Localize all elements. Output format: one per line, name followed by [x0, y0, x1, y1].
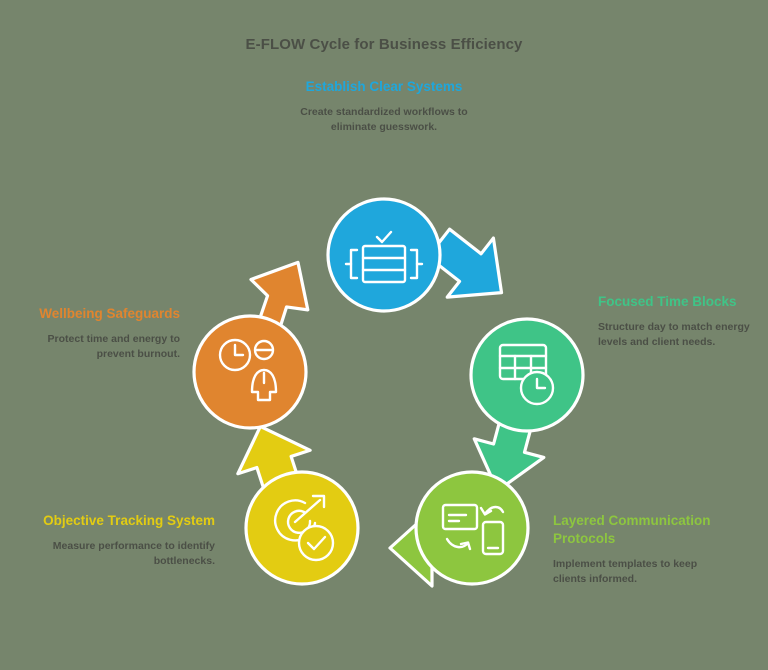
node-focused-time-blocks[interactable] [469, 317, 585, 433]
label-description: Protect time and energy to prevent burno… [47, 333, 180, 361]
node-objective-tracking-system[interactable] [244, 470, 360, 586]
label-wellbeing-safeguards: Wellbeing Safeguards Protect time and en… [18, 305, 180, 362]
label-heading: Wellbeing Safeguards [39, 306, 180, 321]
label-focused-time-blocks: Focused Time Blocks Structure day to mat… [598, 293, 758, 350]
label-objective-tracking-system: Objective Tracking System Measure perfor… [35, 512, 215, 569]
clock-person-icon [218, 338, 278, 402]
node-wellbeing-safeguards[interactable] [192, 314, 308, 430]
node-layered-communication-protocols[interactable] [414, 470, 530, 586]
device-sync-icon [441, 503, 505, 556]
label-establish-clear-systems: Establish Clear Systems Create standardi… [294, 78, 474, 135]
label-description: Create standardized workflows to elimina… [300, 106, 468, 134]
label-description: Measure performance to identify bottlene… [52, 540, 215, 568]
table-checklist-icon [344, 230, 424, 284]
label-heading: Objective Tracking System [43, 513, 215, 528]
label-heading: Focused Time Blocks [598, 294, 737, 309]
node-establish-clear-systems[interactable] [326, 197, 442, 313]
label-heading: Establish Clear Systems [305, 79, 463, 94]
label-description: Implement templates to keep clients info… [553, 558, 698, 586]
page-title: E-FLOW Cycle for Business Efficiency [245, 36, 523, 53]
label-heading: Layered Communication Protocols [553, 513, 711, 547]
target-check-icon [274, 494, 335, 562]
calendar-clock-icon [498, 343, 555, 406]
label-description: Structure day to match energy levels and… [598, 321, 750, 349]
label-layered-communication-protocols: Layered Communication Protocols Implemen… [553, 512, 723, 587]
